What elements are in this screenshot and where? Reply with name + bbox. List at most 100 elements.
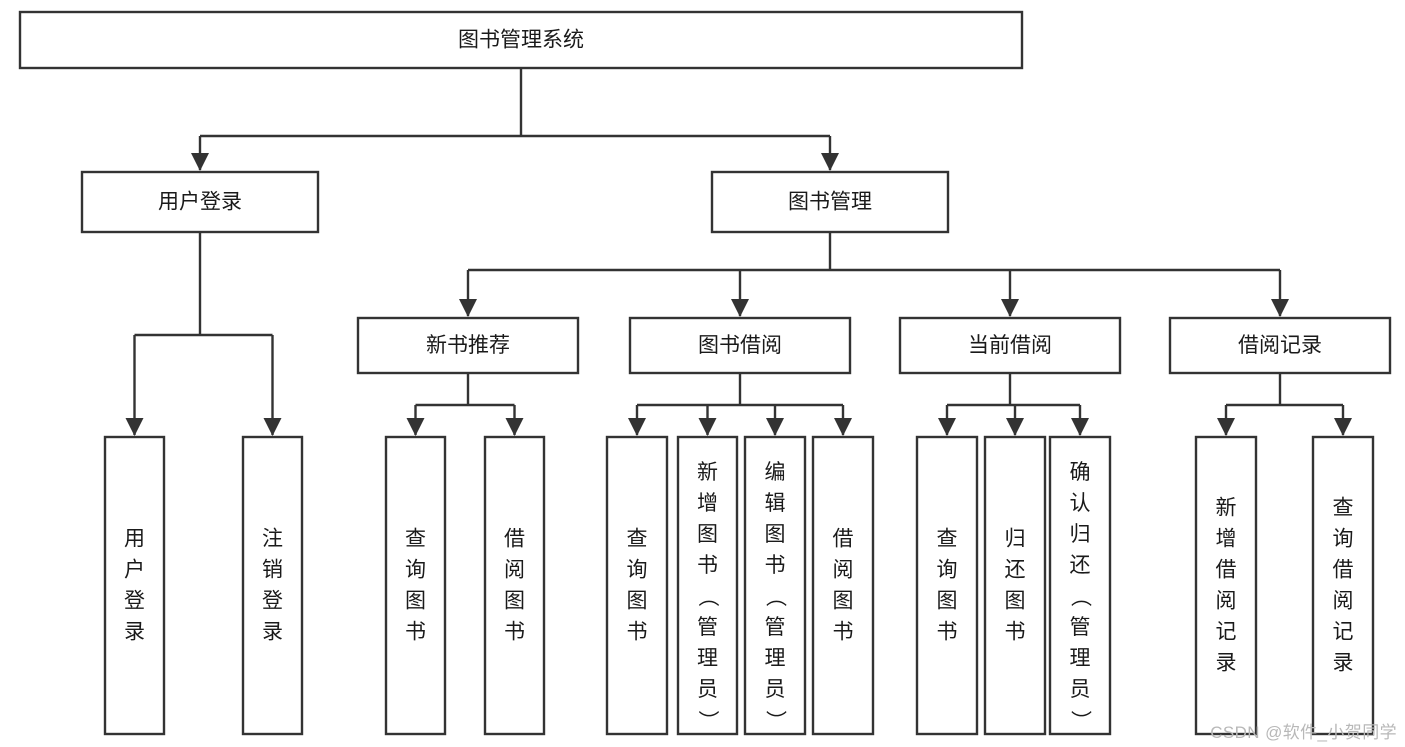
node-label-char: ） (696, 710, 719, 731)
node-label: 新书推荐 (426, 334, 510, 357)
node-label-char: 图 (627, 590, 648, 613)
node-label-char: 查 (937, 528, 958, 551)
node-book-manage[interactable]: 图书管理 (710, 170, 950, 234)
node-label-char: 管 (1070, 616, 1091, 639)
node-current-borrow[interactable]: 当前借阅 (898, 316, 1122, 375)
node-label-char: （ (696, 586, 719, 607)
node-label-char: 询 (937, 559, 958, 582)
arrow-head (459, 299, 477, 317)
arrow-head (191, 153, 209, 171)
node-label-char: 阅 (504, 559, 525, 582)
node-box (628, 316, 852, 375)
node-label-char: 阅 (1216, 590, 1237, 613)
node-box (811, 435, 875, 736)
node-new-book-recommend[interactable]: 新书推荐 (356, 316, 580, 375)
node-box (1048, 435, 1112, 736)
edges-borrow-record-to-leaves (1217, 373, 1352, 436)
node-label-char: 编 (765, 461, 786, 484)
node-label-char: 户 (124, 559, 145, 582)
node-label-char: 辑 (765, 492, 786, 515)
node-book-borrow[interactable]: 图书借阅 (628, 316, 852, 375)
node-box (605, 435, 669, 736)
node-label-char: 登 (262, 590, 283, 613)
node-label-char: 阅 (833, 559, 854, 582)
arrow-head (628, 418, 646, 436)
node-label-char: 理 (697, 647, 718, 670)
node-box (710, 170, 950, 234)
node-label-char: 书 (937, 621, 958, 644)
node-label-char: 图 (1005, 590, 1026, 613)
node-label-char: 新 (1216, 497, 1237, 520)
node-box (18, 10, 1024, 70)
node-label-char: 查 (1333, 497, 1354, 520)
node-label-char: 图 (765, 523, 786, 546)
node-label-char: 管 (697, 616, 718, 639)
arrow-head (406, 418, 425, 436)
node-label-char: 录 (262, 621, 283, 644)
node-box (676, 435, 739, 736)
arrow-head (766, 418, 784, 436)
node-label-char: 员 (1070, 678, 1091, 701)
arrow-head (505, 418, 524, 436)
node-label: 图书借阅 (698, 334, 782, 357)
node-label-char: 阅 (1333, 590, 1354, 613)
edges-book-manage-to-level3 (459, 232, 1289, 317)
node-box (743, 435, 807, 736)
node-box (1311, 435, 1375, 736)
edges-book-borrow-to-leaves (628, 373, 852, 436)
node-user-login[interactable]: 用户登录 (80, 170, 320, 234)
node-label-char: 书 (765, 554, 786, 577)
node-label-char: ） (1069, 710, 1092, 731)
node-label-char: 记 (1333, 621, 1354, 644)
node-图书管理系统[interactable]: 图书管理系统 (18, 10, 1024, 70)
node-label-char: 用 (124, 528, 145, 551)
node-label-char: 书 (833, 621, 854, 644)
node-label-char: 认 (1070, 492, 1091, 515)
arrow-head (1006, 418, 1024, 436)
node-box (384, 435, 447, 736)
node-label-char: 书 (504, 621, 525, 644)
node-label-char: 归 (1070, 523, 1091, 546)
arrow-head (834, 418, 852, 436)
node-label-char: 还 (1070, 554, 1091, 577)
arrow-head (698, 418, 717, 436)
node-label-char: 员 (765, 678, 786, 701)
node-label-char: 图 (405, 590, 426, 613)
node-label-char: 理 (765, 647, 786, 670)
node-label-char: 借 (833, 528, 854, 551)
node-label-char: 确 (1070, 461, 1091, 484)
node-label-char: 书 (1005, 621, 1026, 644)
arrow-head (263, 418, 282, 436)
arrow-head (1334, 418, 1352, 436)
node-label-char: 询 (1333, 528, 1354, 551)
node-label-char: 新 (697, 461, 718, 484)
node-label-char: 管 (765, 616, 786, 639)
node-box (1168, 316, 1392, 375)
connector-layer (125, 68, 1352, 436)
node-label-char: 书 (405, 621, 426, 644)
node-label-char: 归 (1005, 528, 1026, 551)
node-borrow-record[interactable]: 借阅记录 (1168, 316, 1392, 375)
node-label-char: （ (1069, 586, 1092, 607)
node-label-char: 录 (1333, 652, 1354, 675)
node-leaf-user-login[interactable]: 用户登录 (103, 435, 166, 736)
node-label-char: 查 (405, 528, 426, 551)
node-label-char: 理 (1070, 647, 1091, 670)
node-box (483, 435, 546, 736)
node-box (983, 435, 1047, 736)
node-label-char: 登 (124, 590, 145, 613)
